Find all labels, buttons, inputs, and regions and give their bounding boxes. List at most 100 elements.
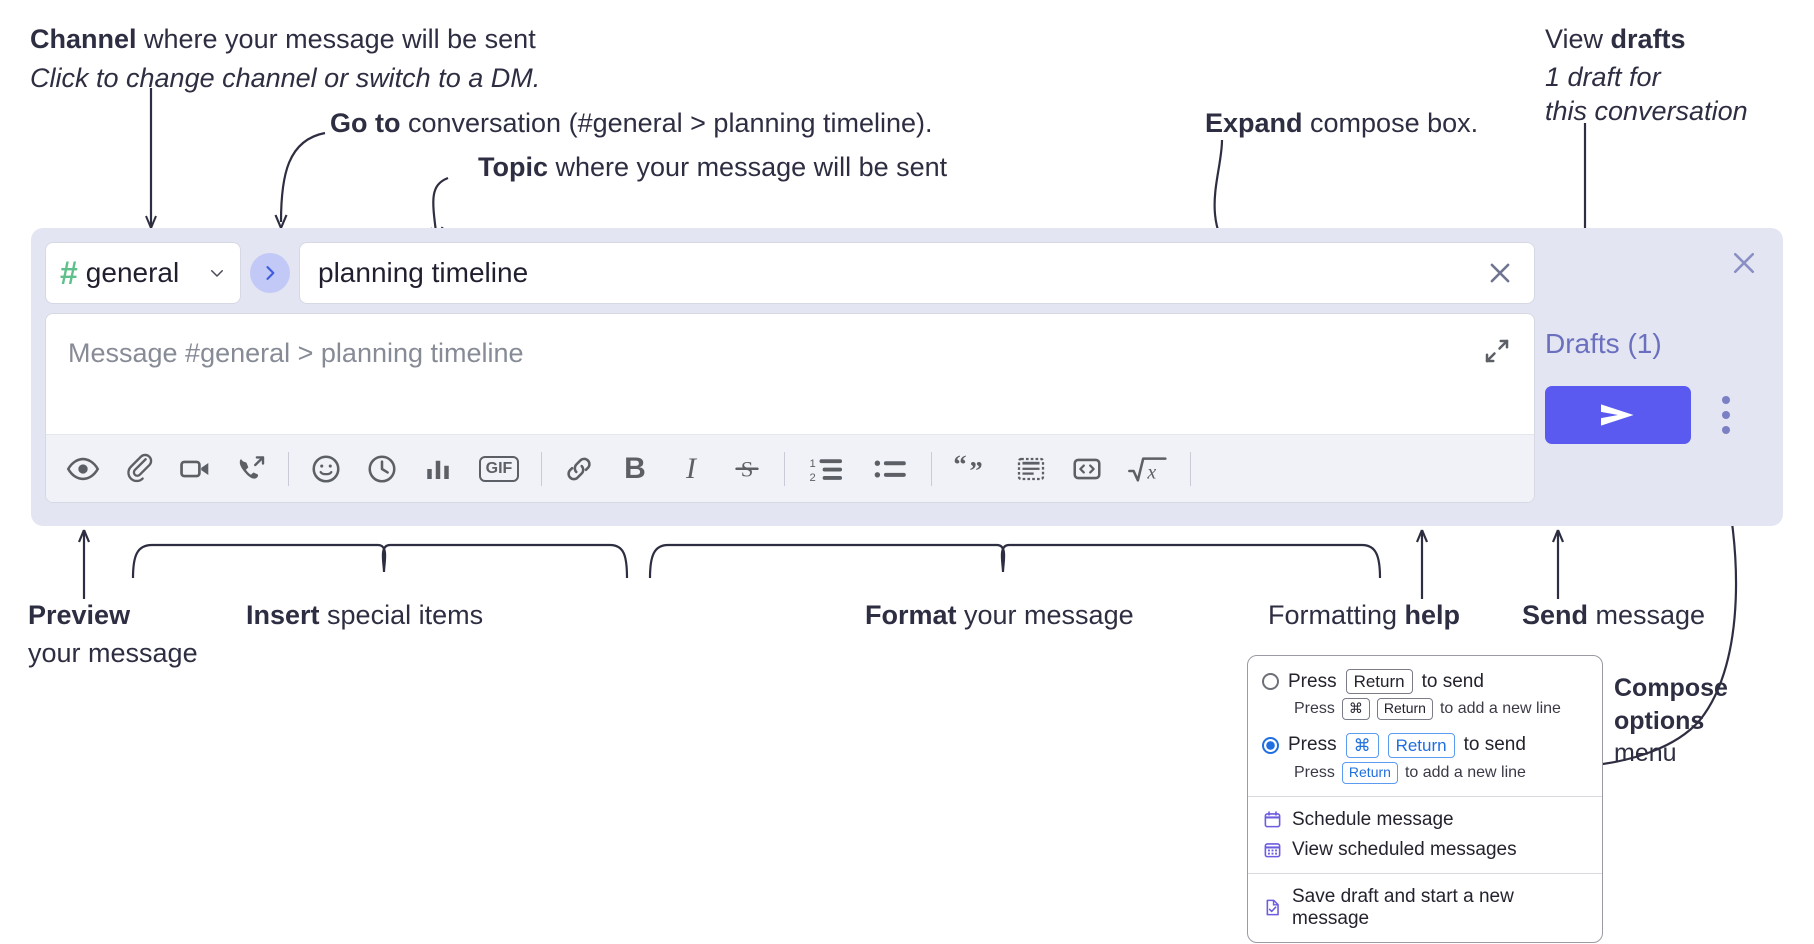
annotation-send-rest: message xyxy=(1588,600,1706,630)
annotation-drafts-bold: drafts xyxy=(1610,24,1686,54)
audio-clip-button[interactable] xyxy=(228,446,274,492)
channel-selector[interactable]: # general xyxy=(45,242,241,304)
ordered-list-button[interactable]: 1 2 xyxy=(799,446,855,492)
drafts-link[interactable]: Drafts (1) xyxy=(1545,328,1662,359)
italic-icon: I xyxy=(686,451,696,485)
radio-icon-selected[interactable] xyxy=(1262,736,1279,754)
annotation-drafts-lead: View xyxy=(1545,24,1611,54)
bold-button[interactable]: B xyxy=(612,446,658,492)
bulleted-list-button[interactable] xyxy=(865,446,917,492)
annotation-format-bold: Format xyxy=(865,600,957,630)
menu-item-label: Save draft and start a new message xyxy=(1292,885,1514,929)
send-button[interactable] xyxy=(1545,386,1691,444)
strikethrough-button[interactable]: S xyxy=(724,446,770,492)
annotation-compose-options-bold2: options xyxy=(1614,706,1705,735)
link-icon xyxy=(567,457,591,480)
topic-value: planning timeline xyxy=(318,257,529,288)
svg-text:”: ” xyxy=(969,455,982,484)
compose-options-menu: Press Return to send Press ⌘ Return to a… xyxy=(1247,655,1603,943)
menu-option-cmd-return-to-send[interactable]: Press ⌘ Return to send xyxy=(1248,730,1602,761)
annotation-expand-rest: compose box. xyxy=(1302,108,1479,138)
blockquote-button[interactable]: “ ” xyxy=(946,446,998,492)
menu-item-view-scheduled-messages[interactable]: View scheduled messages xyxy=(1248,835,1602,865)
emoji-button[interactable] xyxy=(303,446,349,492)
option-suffix: to send xyxy=(1421,670,1484,692)
annotation-goto-bold: Go to xyxy=(330,108,401,138)
annotation-compose-options-bold1: Compose xyxy=(1614,674,1728,702)
formatting-help-button[interactable] xyxy=(1205,446,1251,492)
annotation-compose-options-rest: menu xyxy=(1614,739,1677,767)
menu-item-label: Schedule message xyxy=(1292,808,1454,830)
annotation-expand: Expand compose box. xyxy=(1205,106,1605,141)
option-prefix: Press xyxy=(1288,734,1337,756)
code-button[interactable] xyxy=(1064,446,1110,492)
key-return: Return xyxy=(1376,698,1433,720)
menu-item-save-draft[interactable]: Save draft and start a new message xyxy=(1248,882,1602,934)
expand-compose-button[interactable] xyxy=(1482,336,1516,370)
annotation-topic-bold: Topic xyxy=(478,152,548,182)
preview-button[interactable] xyxy=(60,446,106,492)
toolbar-separator xyxy=(1190,451,1191,486)
annotation-insert: Insert special items xyxy=(246,598,666,633)
svg-text:x: x xyxy=(1146,461,1156,483)
topic-clear-button[interactable] xyxy=(1482,255,1518,291)
annotation-preview-rest: your message xyxy=(28,637,198,668)
message-placeholder: Message #general > planning timeline xyxy=(68,338,524,368)
sub-suffix: to add a new line xyxy=(1404,763,1526,781)
panel-close-button[interactable] xyxy=(1727,246,1761,280)
annotation-topic: Topic where your message will be sent xyxy=(478,150,1178,185)
annotation-help: Formatting help xyxy=(1268,598,1568,633)
toolbar-separator xyxy=(288,451,289,486)
annotation-send-bold: Send xyxy=(1522,600,1589,630)
poll-button[interactable] xyxy=(415,446,461,492)
link-button[interactable] xyxy=(556,446,602,492)
compose-area: # general planning timeline xyxy=(45,242,1535,512)
annotation-channel-italic: Click to change channel or switch to a D… xyxy=(30,62,541,93)
key-return: Return xyxy=(1345,669,1413,695)
menu-option-cmd-return-subtext: Press Return to add a new line xyxy=(1248,761,1602,788)
annotation-drafts-italic2: this conversation xyxy=(1545,96,1748,127)
menu-option-return-subtext: Press ⌘ Return to add a new line xyxy=(1248,697,1602,724)
annotation-send: Send message xyxy=(1522,598,1814,633)
annotation-help-bold: help xyxy=(1404,600,1461,630)
video-clip-button[interactable] xyxy=(172,446,218,492)
compose-header-row: # general planning timeline xyxy=(45,242,1535,304)
annotation-topic-rest: where your message will be sent xyxy=(548,152,948,182)
compose-options-button[interactable] xyxy=(1709,388,1743,442)
code-block-button[interactable] xyxy=(1008,446,1054,492)
option-suffix: to send xyxy=(1463,734,1526,756)
sub-prefix: Press xyxy=(1294,700,1335,717)
annotation-preview-bold: Preview xyxy=(28,600,131,630)
emoji-icon xyxy=(312,454,340,483)
goto-conversation-button[interactable] xyxy=(250,253,290,293)
reminder-button[interactable] xyxy=(359,446,405,492)
ordered-list-icon: 1 2 xyxy=(810,458,842,483)
menu-item-schedule-message[interactable]: Schedule message xyxy=(1248,805,1602,835)
annotation-format: Format your message xyxy=(865,598,1285,633)
menu-option-return-to-send[interactable]: Press Return to send xyxy=(1248,666,1602,697)
annotation-goto-rest: conversation (#general > planning timeli… xyxy=(400,108,933,138)
math-icon: x xyxy=(1128,456,1167,483)
italic-button[interactable]: I xyxy=(668,446,714,492)
math-button[interactable]: x xyxy=(1120,446,1176,492)
message-input-box[interactable]: Message #general > planning timeline xyxy=(45,313,1535,503)
preview-icon xyxy=(66,457,100,480)
sub-prefix: Press xyxy=(1294,763,1335,781)
topic-field[interactable]: planning timeline xyxy=(299,242,1535,304)
compose-right-cluster: Drafts (1) xyxy=(1521,228,1783,526)
attachment-icon xyxy=(127,453,153,482)
video-icon xyxy=(180,460,209,477)
radio-icon[interactable] xyxy=(1262,673,1279,691)
close-icon xyxy=(1490,263,1510,283)
menu-divider xyxy=(1248,872,1602,874)
menu-item-label: View scheduled messages xyxy=(1292,838,1517,860)
annotation-insert-rest: special items xyxy=(319,600,484,630)
attach-file-button[interactable] xyxy=(116,446,162,492)
key-return: Return xyxy=(1387,732,1455,758)
key-command: ⌘ xyxy=(1345,732,1379,758)
sub-suffix: to add a new line xyxy=(1439,700,1561,717)
gif-button[interactable]: GIF xyxy=(471,446,527,492)
option-prefix: Press xyxy=(1288,670,1337,692)
annotation-channel: Channel where your message will be sent … xyxy=(30,22,670,95)
annotation-format-rest: your message xyxy=(956,600,1134,630)
